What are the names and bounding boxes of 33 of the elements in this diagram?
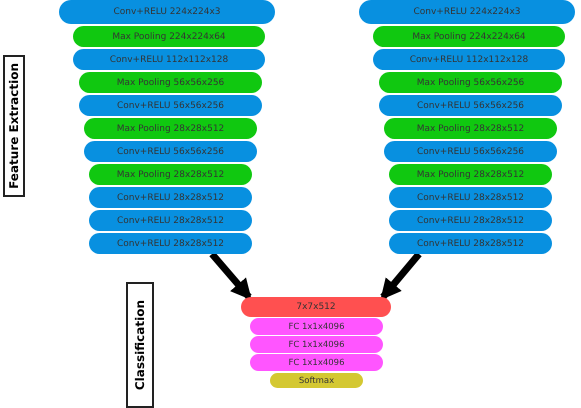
feature-map-bar: 7x7x512 <box>241 297 391 317</box>
section-title: Classification <box>133 300 147 390</box>
pooling-layer-bar: Max Pooling 28x28x512 <box>384 118 557 139</box>
pooling-layer-bar: Max Pooling 28x28x512 <box>89 164 252 185</box>
section-label-box <box>126 282 154 408</box>
conv-layer-bar: Conv+RELU 28x28x512 <box>89 210 252 231</box>
pooling-layer-bar: Max Pooling 28x28x512 <box>389 164 552 185</box>
conv-layer-bar: Conv+RELU 224x224x3 <box>359 0 575 24</box>
pooling-layer-bar: Max Pooling 56x56x256 <box>379 72 562 93</box>
softmax-bar: Softmax <box>270 373 363 388</box>
pooling-layer-bar: Max Pooling 224x224x64 <box>373 26 565 47</box>
pooling-layer-bar: Max Pooling 224x224x64 <box>73 26 265 47</box>
conv-layer-bar: Conv+RELU 56x56x256 <box>384 141 557 162</box>
arrow <box>380 252 422 300</box>
fully-connected-bar: FC 1x1x4096 <box>250 336 383 353</box>
conv-layer-bar: Conv+RELU 28x28x512 <box>89 187 252 208</box>
section-title: Feature Extraction <box>7 63 21 189</box>
conv-layer-bar: Conv+RELU 28x28x512 <box>389 210 552 231</box>
section-label-box <box>3 55 25 197</box>
fully-connected-bar: FC 1x1x4096 <box>250 318 383 335</box>
pooling-layer-bar: Max Pooling 56x56x256 <box>79 72 262 93</box>
conv-layer-bar: Conv+RELU 28x28x512 <box>89 233 252 254</box>
conv-layer-bar: Conv+RELU 112x112x128 <box>373 49 565 70</box>
conv-layer-bar: Conv+RELU 56x56x256 <box>379 95 562 116</box>
conv-layer-bar: Conv+RELU 28x28x512 <box>389 187 552 208</box>
conv-layer-bar: Conv+RELU 56x56x256 <box>84 141 257 162</box>
pooling-layer-bar: Max Pooling 28x28x512 <box>84 118 257 139</box>
conv-layer-bar: Conv+RELU 224x224x3 <box>59 0 275 24</box>
arrow <box>209 252 252 300</box>
conv-layer-bar: Conv+RELU 112x112x128 <box>73 49 265 70</box>
conv-layer-bar: Conv+RELU 28x28x512 <box>389 233 552 254</box>
fully-connected-bar: FC 1x1x4096 <box>250 354 383 371</box>
conv-layer-bar: Conv+RELU 56x56x256 <box>79 95 262 116</box>
